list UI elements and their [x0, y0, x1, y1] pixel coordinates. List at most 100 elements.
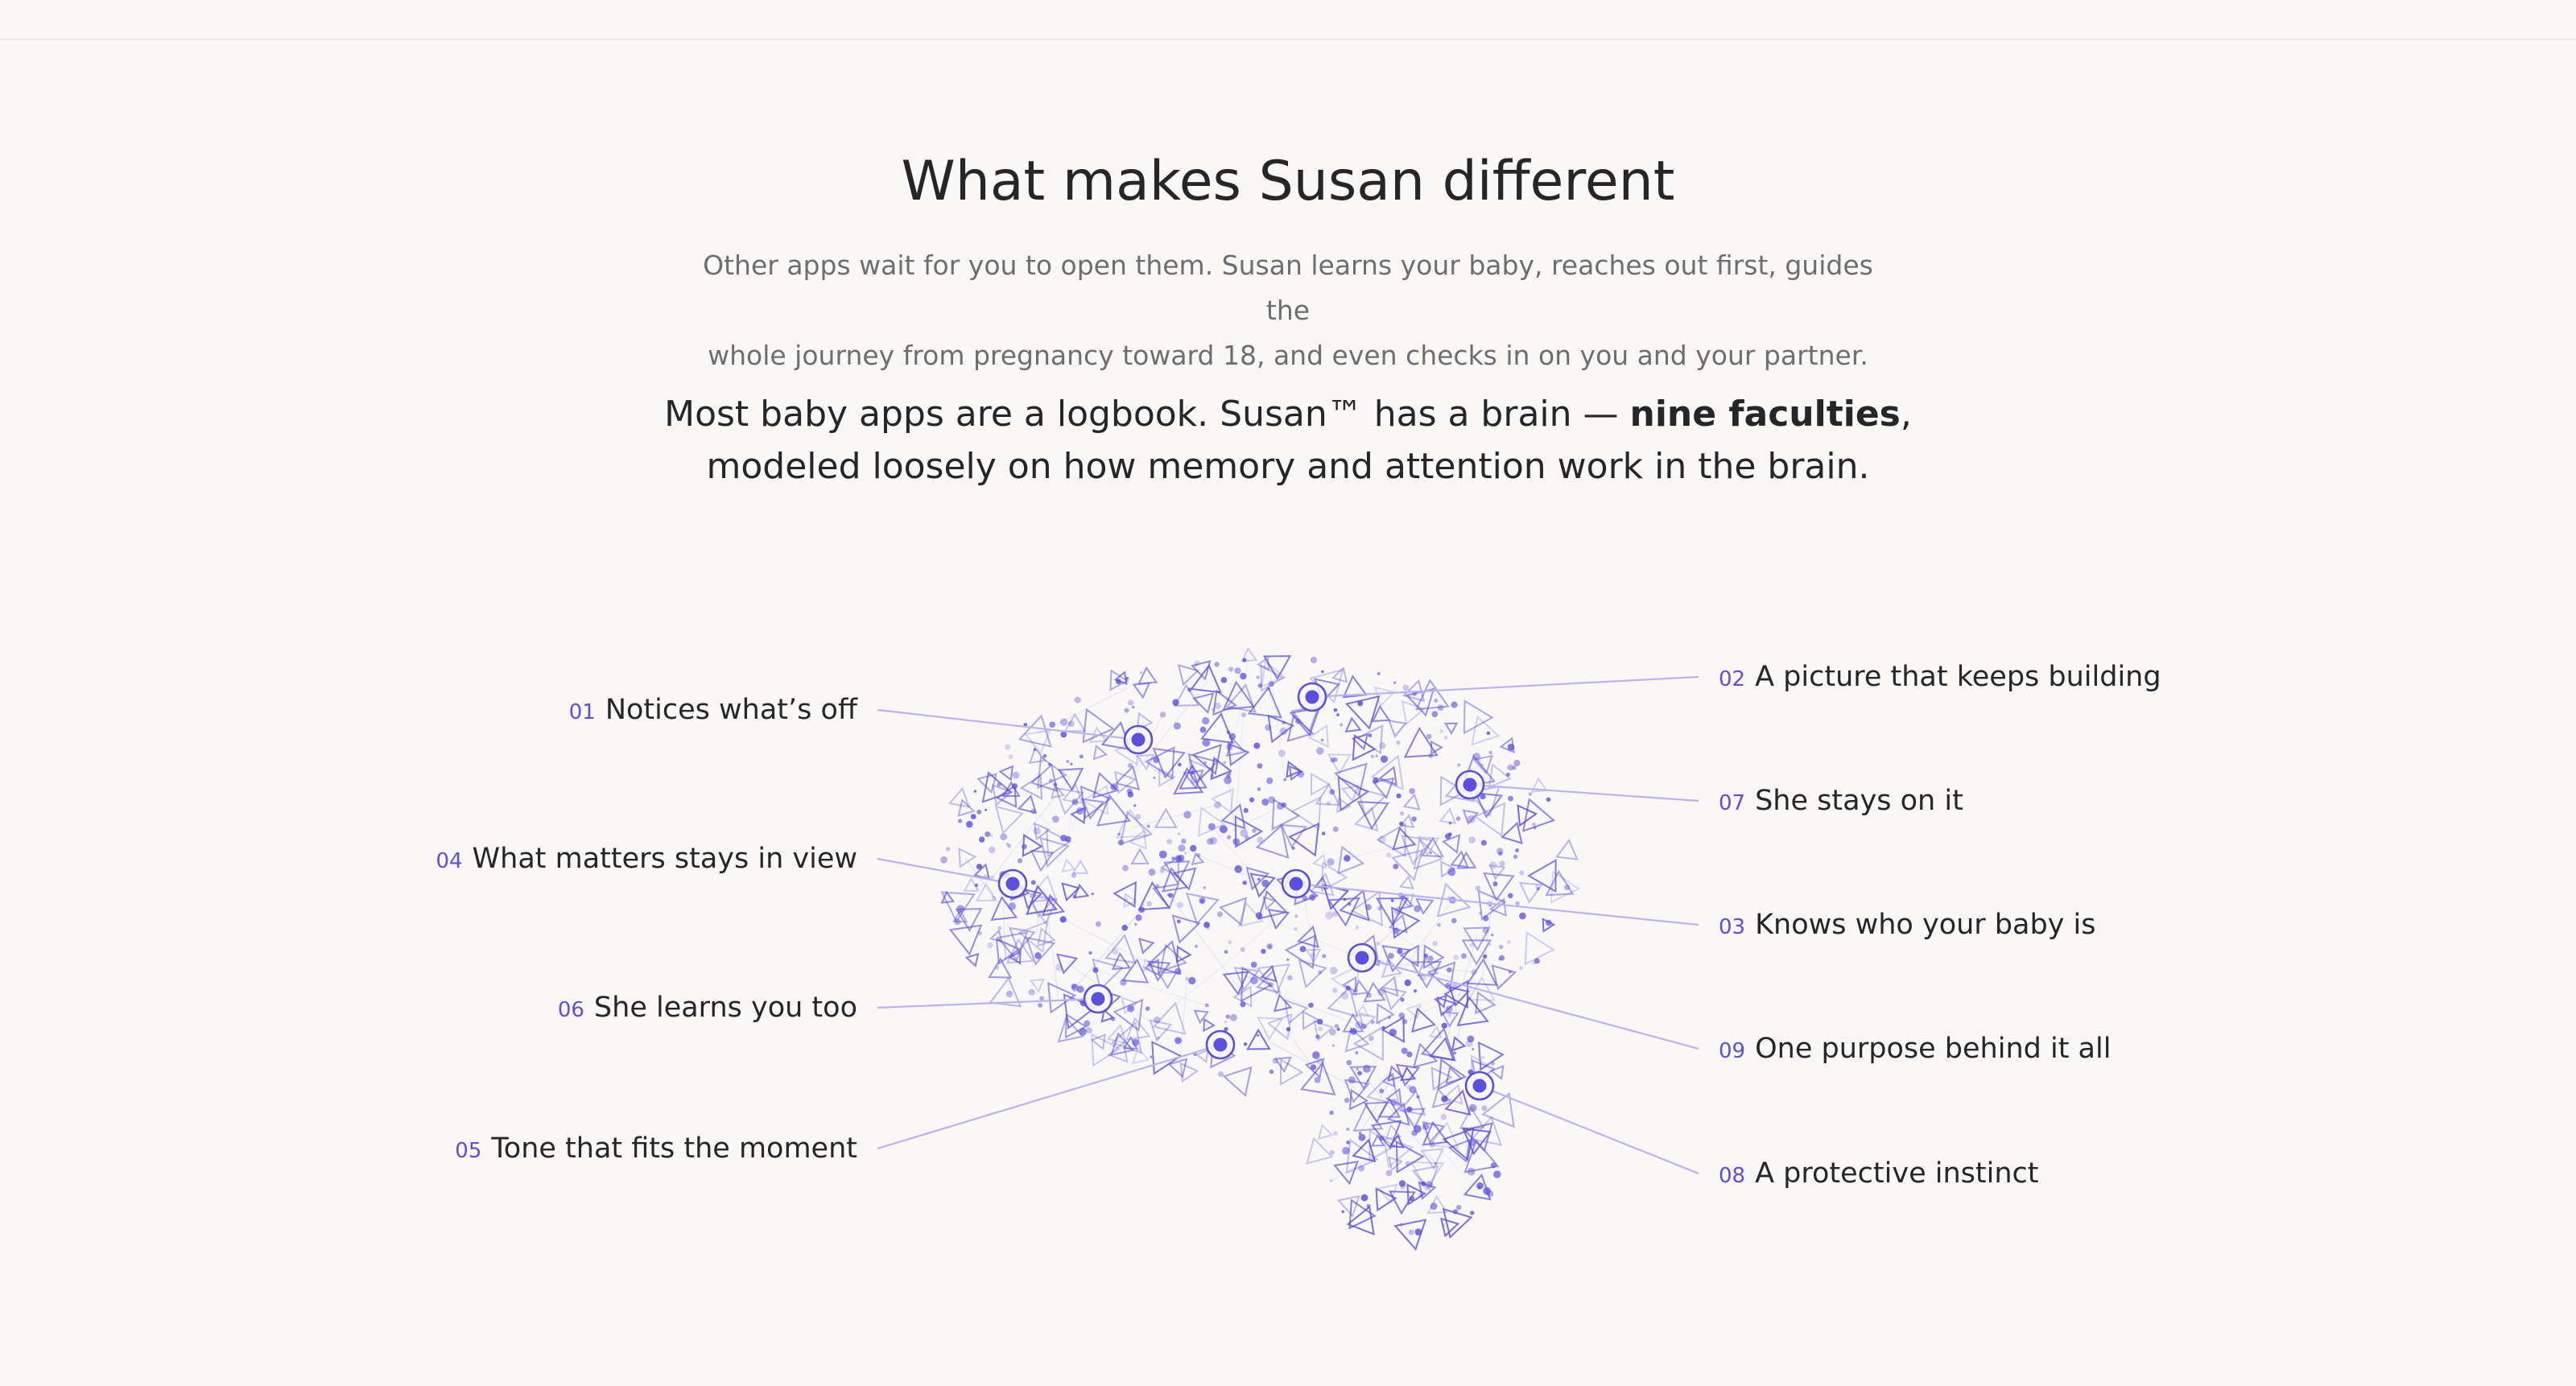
brain-triangle	[1121, 996, 1138, 1015]
brain-dot	[1440, 1114, 1447, 1120]
faculty-node-dot-02[interactable]	[1305, 690, 1319, 704]
brain-dot	[1174, 1037, 1182, 1045]
brain-web-line	[1063, 918, 1159, 969]
brain-dot	[1266, 943, 1274, 950]
brain-web-line	[1404, 993, 1460, 1022]
brain-triangle	[1173, 683, 1200, 707]
brain-dot	[1196, 852, 1201, 858]
brain-dot	[1049, 778, 1053, 783]
brain-dot	[1348, 1076, 1356, 1084]
brain-triangle	[1193, 1009, 1209, 1025]
brain-dot	[977, 930, 982, 936]
brain-dot	[1135, 914, 1142, 922]
brain-dot	[1286, 1027, 1291, 1032]
brain-dot	[1316, 1058, 1323, 1066]
brain-triangle	[1414, 679, 1450, 711]
brain-dot	[1294, 718, 1301, 724]
faculty-node-dot-03[interactable]	[1289, 877, 1303, 891]
brain-dot	[1406, 1051, 1413, 1058]
brain-dot	[1370, 754, 1374, 758]
brain-dot	[1334, 1024, 1340, 1029]
brain-triangle	[1152, 1001, 1187, 1035]
brain-web-line	[1269, 674, 1286, 780]
brain-dot	[990, 875, 994, 879]
brain-dot	[1181, 838, 1187, 844]
faculty-node-dot-07[interactable]	[1463, 778, 1477, 792]
faculty-node-dot-04[interactable]	[1005, 877, 1020, 891]
brain-triangle	[1219, 897, 1247, 926]
brain-triangle	[1171, 914, 1201, 944]
brain-dot	[1190, 844, 1197, 852]
brain-dot	[1310, 656, 1318, 664]
brain-dot	[1535, 884, 1538, 888]
brain-triangle	[1382, 1135, 1414, 1169]
brain-dot	[1360, 1023, 1367, 1029]
brain-triangle	[1179, 1062, 1199, 1083]
faculty-node-dot-05[interactable]	[1213, 1037, 1228, 1052]
brain-dot	[1507, 764, 1514, 771]
brain-triangle	[1385, 1124, 1402, 1141]
brain-triangle	[1064, 1013, 1088, 1039]
brain-dot	[1265, 777, 1274, 785]
brain-triangle	[1327, 897, 1360, 927]
brain-dot	[1385, 1169, 1393, 1177]
brain-web-line	[1065, 961, 1160, 1029]
brain-dot	[1209, 836, 1217, 845]
brain-dot	[1060, 835, 1067, 842]
brain-web-line	[1377, 943, 1482, 993]
brain-triangle	[1232, 985, 1253, 1008]
brain-dot	[1534, 826, 1537, 830]
brain-dot	[1005, 744, 1011, 750]
brain-dot	[1071, 798, 1079, 806]
brain-dot	[1153, 1016, 1161, 1024]
faculty-node-dot-08[interactable]	[1472, 1079, 1487, 1093]
brain-dot	[1071, 872, 1077, 878]
brain-dot	[1095, 921, 1101, 927]
brain-dot	[1176, 919, 1181, 924]
brain-triangle	[1429, 1037, 1455, 1062]
brain-dot	[1321, 670, 1324, 674]
brain-dot	[1439, 729, 1444, 733]
brain-dot	[1448, 821, 1452, 825]
faculty-node-dot-06[interactable]	[1091, 992, 1105, 1006]
brain-dot	[1336, 713, 1340, 717]
brain-triangle	[1448, 986, 1470, 1007]
brain-triangle	[1314, 876, 1329, 889]
brain-triangle	[1501, 821, 1523, 844]
faculty-node-dot-01[interactable]	[1131, 732, 1146, 747]
brain-triangle	[1400, 835, 1433, 865]
faculty-node-dot-09[interactable]	[1355, 951, 1369, 965]
brain-triangle	[1310, 772, 1331, 796]
brain-triangle	[1256, 656, 1270, 671]
brain-triangle	[1157, 971, 1178, 990]
brain-dot	[1012, 771, 1020, 779]
brain-triangle	[1073, 883, 1090, 899]
brain-dot	[1183, 811, 1191, 819]
connector-01	[877, 708, 1139, 741]
faculty-text: She learns you too	[593, 992, 857, 1024]
brain-triangle	[1388, 1156, 1403, 1172]
brain-triangle	[1363, 981, 1386, 1003]
brain-dot	[1329, 1029, 1336, 1036]
brain-triangle	[1191, 660, 1212, 681]
brain-triangle	[1092, 771, 1119, 799]
brain-dot	[1331, 1044, 1335, 1047]
brain-dot	[1030, 880, 1036, 885]
brain-triangle	[1488, 864, 1506, 881]
brain-triangle	[1186, 892, 1220, 926]
brain-dot	[1128, 699, 1134, 706]
brain-dot	[1483, 954, 1488, 959]
brain-triangle	[1290, 795, 1322, 831]
brain-dot	[1409, 1086, 1417, 1094]
brain-triangle	[1472, 754, 1494, 775]
